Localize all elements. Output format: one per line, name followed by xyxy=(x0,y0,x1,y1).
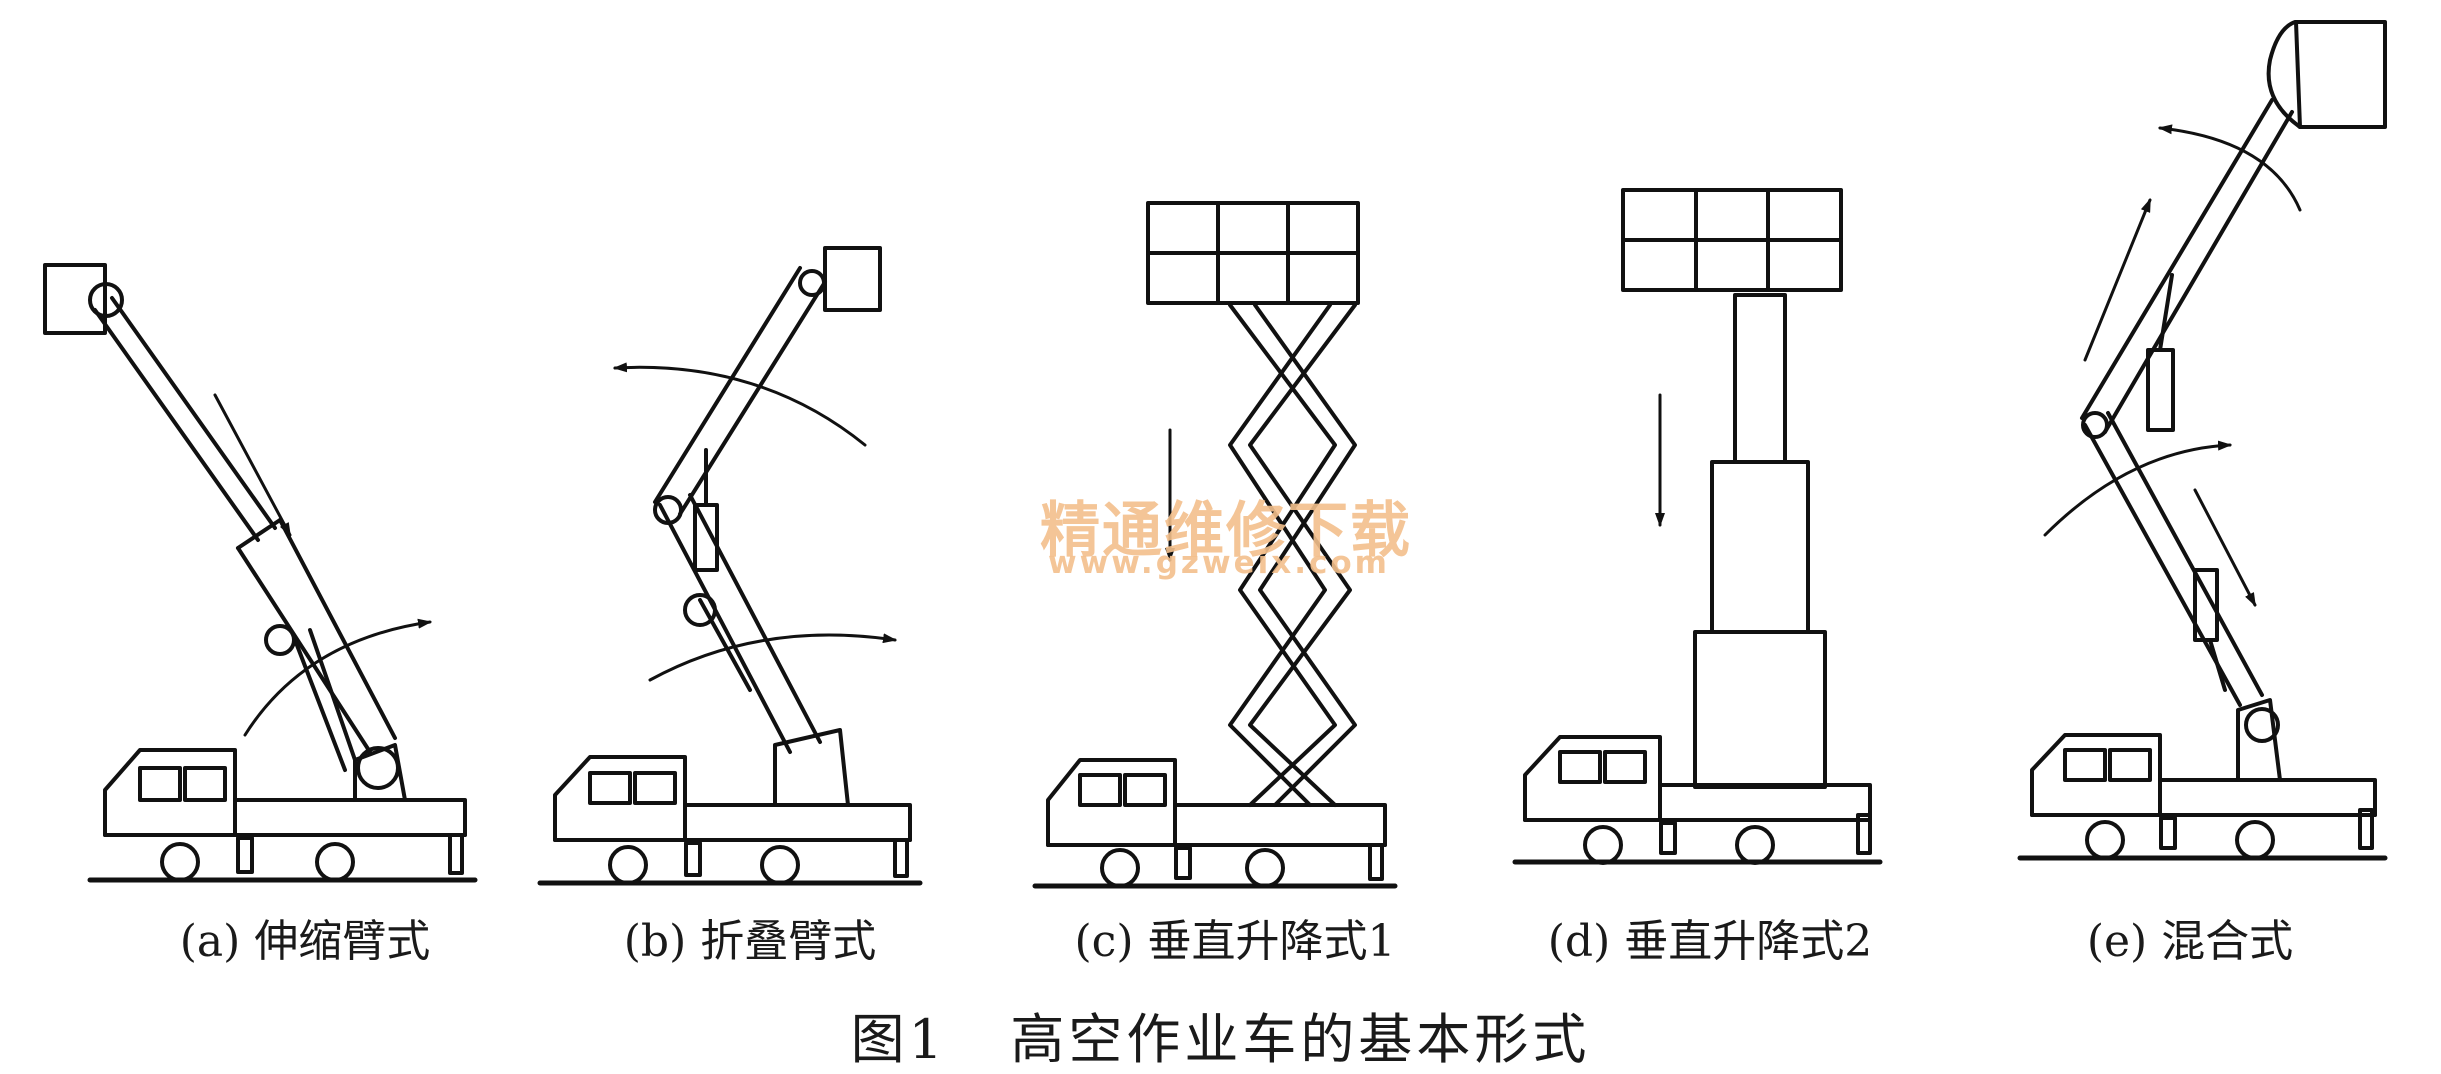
truck-a-wheel-rear xyxy=(315,842,355,882)
scissor-c xyxy=(1228,303,1357,807)
truck-a-window-2 xyxy=(183,766,227,802)
basket-b xyxy=(798,246,882,312)
truck-e xyxy=(2017,20,2388,861)
boom-a xyxy=(93,296,397,772)
panel-label-e: (e) 混合式 xyxy=(2086,916,2294,967)
arrow-e-retract xyxy=(2193,488,2257,607)
panel-label-a: (a) 伸缩臂式 xyxy=(179,916,431,967)
watermark-url: www.gzweix.com xyxy=(1048,545,1390,581)
watermark-title: 精通维修下载 xyxy=(1040,496,1412,566)
truck-b xyxy=(537,246,923,886)
arrow-b-upper xyxy=(613,362,867,447)
figure-caption: 图1 高空作业车的基本形式 xyxy=(850,1008,1591,1071)
truck-c xyxy=(1032,201,1398,889)
panel-label-d: (d) 垂直升降式2 xyxy=(1547,916,1873,967)
truck-a xyxy=(43,263,478,883)
arrow-e-rotate-upper xyxy=(2158,124,2302,212)
mast-d xyxy=(1693,293,1827,789)
truck-d xyxy=(1512,188,1883,865)
panel-label-b: (b) 折叠臂式 xyxy=(623,916,877,967)
truck-a-turret xyxy=(353,743,407,802)
truck-a-window-1 xyxy=(138,766,182,802)
truck-a-cab xyxy=(103,748,237,837)
platform-d xyxy=(1621,188,1843,292)
basket-e xyxy=(2266,20,2387,129)
truck-a-bed xyxy=(233,798,467,837)
arrow-e-extend xyxy=(2083,198,2152,362)
platform-c xyxy=(1146,201,1360,305)
arrow-e-rotate-lower xyxy=(2043,440,2232,537)
truck-a-wheel-front xyxy=(160,842,200,882)
arrow-a-extend xyxy=(213,393,292,537)
panel-label-c: (c) 垂直升降式1 xyxy=(1074,916,1396,967)
arrow-b-lower xyxy=(648,633,897,682)
arrow-a-rotate xyxy=(243,618,432,737)
basket-a xyxy=(43,263,124,335)
